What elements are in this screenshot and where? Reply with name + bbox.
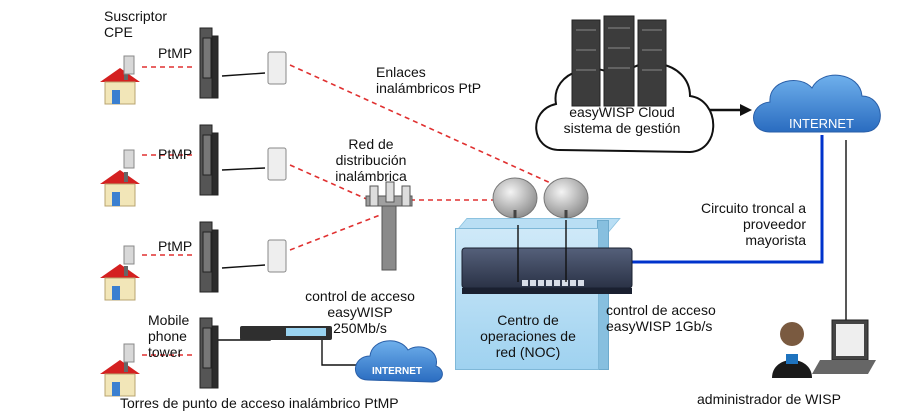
label-red-distribucion: Red de distribución inalámbrica [335,136,407,184]
label-internet-main: INTERNET [789,116,854,131]
ptp-radios [267,51,287,273]
laptop [812,319,876,374]
houses [100,68,140,397]
label-cloud: easyWISP Cloud sistema de gestión [563,104,681,136]
label-suscriptor-cpe: Suscriptor CPE [104,8,168,40]
label-ptmp-2: PtMP [158,146,193,162]
label-internet-small: INTERNET [372,366,422,377]
switch-small [240,326,332,340]
internet-cloud-small [355,340,443,383]
internet-cloud-main [753,74,881,133]
label-torres: Torres de punto de acceso inalámbrico Pt… [120,395,399,411]
label-ptmp-3: PtMP [158,238,193,254]
noc-router [461,220,633,294]
dishes [492,177,589,228]
admin-person [772,322,812,378]
label-mobile-tower: Mobile phone tower [148,312,190,360]
label-control-250: control de acceso easyWISP 250Mb/s [305,288,415,336]
label-noc: Centro de operaciones de red (NOC) [480,312,576,360]
distribution-tower [365,181,413,271]
label-circuito: Circuito troncal a proveedor mayorista [700,200,806,248]
label-ptmp-1: PtMP [158,45,193,61]
wireless-links [142,64,556,356]
label-control-1g: control de acceso easyWISP 1Gb/s [606,302,716,334]
server-cloud [535,15,715,154]
backhaul-lines [600,135,824,264]
label-enlaces: Enlaces inalámbricos PtP [376,64,482,96]
ptmp-towers [199,27,219,389]
label-admin: administrador de WISP [697,391,841,407]
cpe-radios [123,55,135,363]
